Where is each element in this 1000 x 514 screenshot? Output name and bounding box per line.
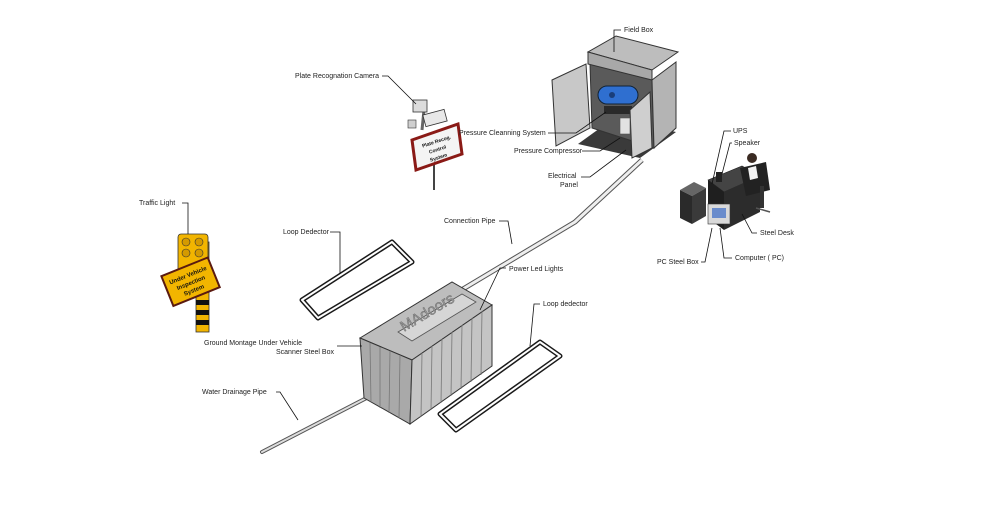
camera-sign-line-3: System: [429, 152, 448, 163]
label-power-led: Power Led Lights: [509, 266, 564, 273]
camera-sign: Plate Recog. Control System: [410, 121, 464, 173]
traffic-sign: Under Vehicle Inspection System: [160, 256, 222, 308]
plate-recognition-camera: Plate Recog. Control System: [407, 99, 464, 190]
labels: Field Box Plate Recognation Camera Press…: [139, 27, 794, 396]
pc-steel-box: [707, 203, 731, 225]
label-plate-camera: Plate Recognation Camera: [295, 73, 379, 80]
camera-sign-line-2: Control: [428, 144, 447, 155]
label-electrical-panel-2: Panel: [560, 182, 578, 189]
label-pc-steel-box: PC Steel Box: [657, 259, 699, 266]
box-ribs: [369, 310, 483, 419]
label-ground-box-2: Scanner Steel Box: [276, 349, 334, 356]
ups: [680, 182, 706, 224]
label-electrical-panel-1: Electrical: [548, 173, 577, 180]
label-connection-pipe: Connection Pipe: [444, 218, 495, 225]
operator-person: [740, 153, 771, 213]
connection-pipe: [446, 158, 644, 301]
water-drainage-pipe: [260, 388, 384, 454]
loop-detector-left: [299, 239, 415, 321]
label-speaker: Speaker: [734, 140, 761, 147]
label-loop-detector-right: Loop dedector: [543, 301, 588, 308]
label-ground-box-1: Ground Montage Under Vehicle: [204, 340, 302, 347]
label-ups: UPS: [733, 128, 748, 135]
ground-scanner-box: MAdoors: [358, 281, 493, 425]
pressure-compressor: [597, 85, 639, 114]
label-traffic-light: Traffic Light: [139, 200, 175, 207]
label-pressure-system: Pressure Cleanning System: [459, 130, 546, 137]
label-drainage-pipe: Water Drainage Pipe: [202, 389, 267, 396]
leader-lines: [182, 29, 757, 421]
field-box: [551, 35, 680, 159]
label-computer: Computer ( PC): [735, 255, 784, 262]
loop-detector-right: [437, 339, 563, 433]
control-desk-area: [680, 153, 771, 230]
label-steel-desk: Steel Desk: [760, 230, 794, 237]
traffic-light: Under Vehicle Inspection System: [160, 233, 222, 333]
speaker: [716, 172, 722, 182]
label-pressure-compressor: Pressure Compressor: [514, 148, 583, 155]
label-loop-detector-left: Loop Dedector: [283, 229, 330, 236]
label-field-box: Field Box: [624, 27, 654, 34]
electrical-panel: [619, 117, 631, 135]
